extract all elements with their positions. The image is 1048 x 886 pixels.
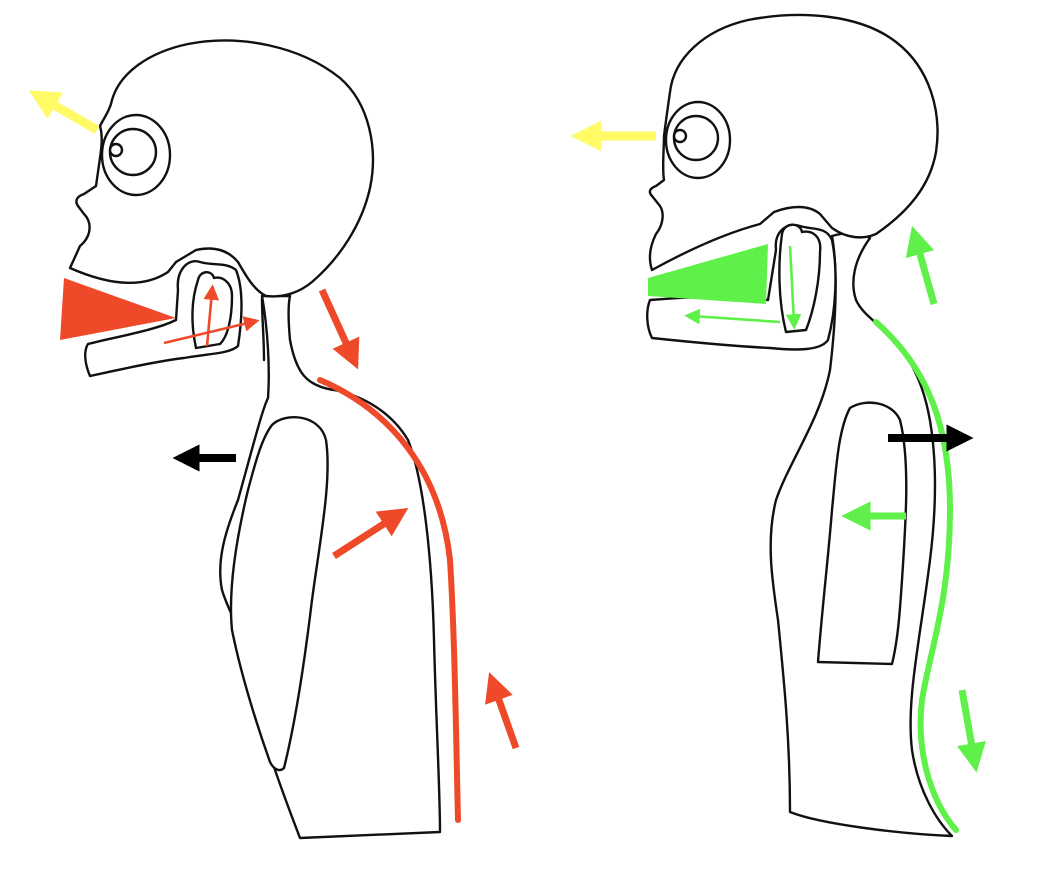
figure-forward-head <box>28 39 520 840</box>
chest-arrow-icon <box>332 508 409 559</box>
lower-back-arrow-icon <box>485 672 520 750</box>
jaw-horizontal-arrow-icon <box>163 316 260 345</box>
jaw-horizontal-arrow-icon <box>684 308 781 325</box>
head-outline <box>68 39 375 298</box>
figure-aligned <box>570 13 986 838</box>
eye-icon <box>664 100 732 180</box>
jaw-inner-outline <box>191 271 234 350</box>
jaw-vertical-arrow-icon <box>203 284 220 347</box>
spine-line-icon <box>873 319 959 833</box>
gaze-arrow-icon <box>28 90 100 134</box>
neck-down-arrow-icon <box>318 288 360 370</box>
spine-line-icon <box>317 377 461 823</box>
neck-up-arrow-icon <box>905 225 938 305</box>
arm-outline <box>816 401 908 666</box>
jaw-vertical-arrow-icon <box>785 245 802 330</box>
head-outline <box>648 13 939 272</box>
lower-back-arrow-icon <box>956 689 986 773</box>
muscle-wedge-icon <box>60 278 176 340</box>
muscle-wedge-icon <box>648 244 768 304</box>
eye-icon <box>100 113 172 197</box>
neck-outline <box>260 296 266 362</box>
arm-outline <box>229 416 329 772</box>
